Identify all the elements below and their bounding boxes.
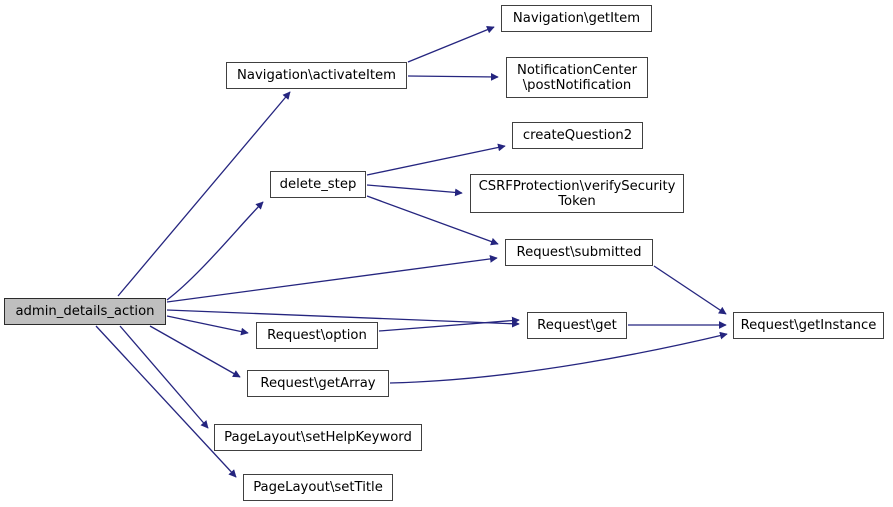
edge-admin_details_action-to-navigation_activateitem (117, 91, 291, 297)
graph-node-request_getinstance[interactable]: Request\getInstance (733, 312, 884, 339)
graph-node-notificationcenter_postnotification[interactable]: NotificationCenter \postNotification (506, 57, 648, 98)
edge-navigation_activateitem-to-notificationcenter_postnotification (407, 73, 499, 81)
graph-node-delete_step[interactable]: delete_step (270, 171, 366, 198)
edge-admin_details_action-to-request_option (166, 315, 249, 336)
edge-paths (95, 26, 728, 478)
edge-admin_details_action-to-pagelayout_sethelpkeyword (119, 325, 209, 429)
edge-admin_details_action-to-pagelayout_settitle (95, 325, 237, 478)
graph-node-request_getarray[interactable]: Request\getArray (247, 370, 389, 397)
edge-request_getarray-to-request_getinstance (389, 331, 728, 384)
graph-node-csrfprotection_verifysecuritytoken[interactable]: CSRFProtection\verifySecurity Token (470, 174, 684, 213)
edge-navigation_activateitem-to-navigation_getitem (407, 26, 495, 63)
graph-node-navigation_getitem[interactable]: Navigation\getItem (501, 5, 652, 32)
graph-node-navigation_activateitem[interactable]: Navigation\activateItem (226, 62, 407, 89)
graph-node-pagelayout_settitle[interactable]: PageLayout\setTitle (243, 474, 393, 501)
edge-delete_step-to-request_submitted (366, 195, 499, 246)
graph-node-request_submitted[interactable]: Request\submitted (505, 239, 653, 266)
graph-node-admin_details_action[interactable]: admin_details_action (4, 298, 166, 325)
edge-delete_step-to-createquestion2 (366, 143, 506, 176)
graph-node-pagelayout_sethelpkeyword[interactable]: PageLayout\setHelpKeyword (214, 424, 422, 451)
graph-node-request_get[interactable]: Request\get (527, 312, 627, 339)
graph-node-request_option[interactable]: Request\option (256, 322, 378, 349)
graph-node-createquestion2[interactable]: createQuestion2 (512, 122, 643, 149)
edge-admin_details_action-to-delete_step (166, 201, 264, 301)
edge-admin_details_action-to-request_getarray (149, 325, 241, 378)
edge-admin_details_action-to-request_submitted (166, 255, 498, 303)
edge-request_submitted-to-request_getinstance (653, 265, 727, 315)
edge-request_option-to-request_get (378, 316, 520, 332)
edge-admin_details_action-to-request_get (166, 309, 520, 328)
edge-delete_step-to-csrfprotection_verifysecuritytoken (366, 184, 463, 197)
